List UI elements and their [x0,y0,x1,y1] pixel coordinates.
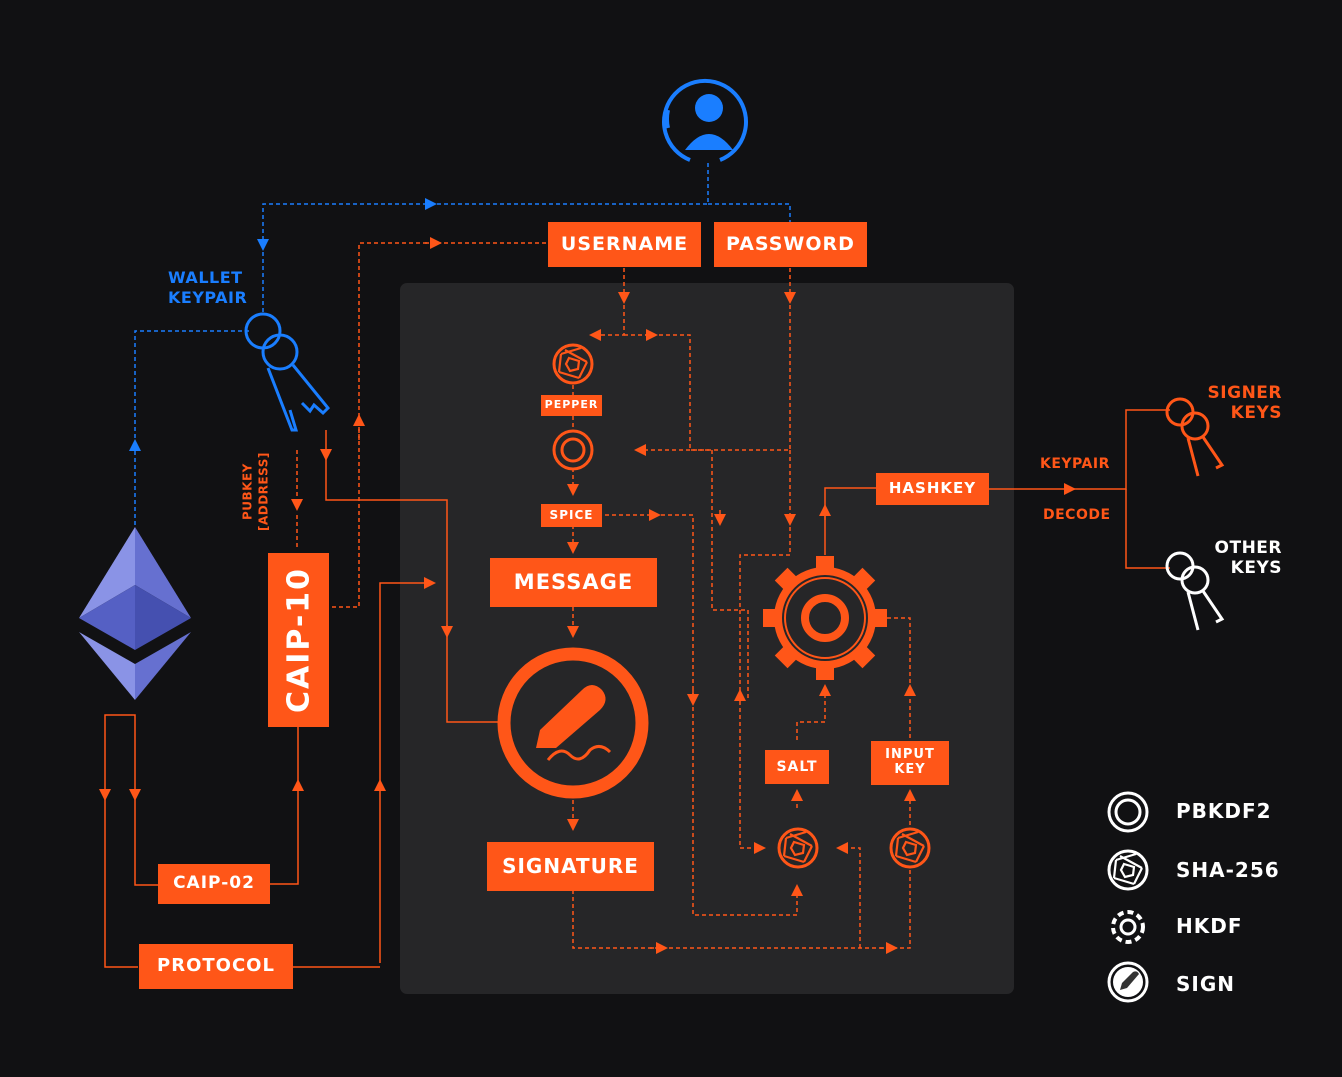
caip-02-box: CAIP-02 [158,864,270,904]
other-keys-line2: KEYS [1230,558,1282,579]
signature-box: SIGNATURE [487,842,654,891]
protocol-box: PROTOCOL [139,944,293,989]
message-box: MESSAGE [490,558,657,607]
pepper-box: PEPPER [541,395,602,416]
sha-256-icon [1107,849,1149,891]
other-keys-line1: OTHER [1214,538,1282,558]
password-box: PASSWORD [714,222,867,267]
legend-sha-256-label: SHA-256 [1176,858,1280,882]
hkdf-icon [1111,910,1145,944]
sha-256-icon [552,343,594,385]
sha-256-icon [889,827,931,869]
salt-box: SALT [765,750,829,784]
hkdf-icon [763,556,887,680]
other-keys-label: OTHER KEYS [1200,538,1282,579]
user-icon [662,78,748,162]
input-key-line1: INPUT [885,747,935,763]
key-icon [244,312,331,432]
keypair-label: KEYPAIR [1040,456,1110,472]
pbkdf2-icon [1107,791,1149,833]
decode-label: DECODE [1043,507,1111,523]
input-key-box: INPUT KEY [871,741,949,785]
signer-keys-label: SIGNER KEYS [1200,383,1282,424]
wallet-keypair-line2: KEYPAIR [168,288,248,307]
wallet-keypair-line1: WALLET [168,268,243,287]
username-box: USERNAME [548,222,701,267]
sign-icon [1107,961,1149,1003]
sha-256-icon [777,827,819,869]
caip-10-label: CAIP-10 [281,566,316,714]
legend-hkdf-label: HKDF [1176,914,1243,938]
legend-pbkdf2-label: PBKDF2 [1176,799,1272,823]
input-key-line2: KEY [894,762,926,777]
pubkey-line1: PUBKEY [240,463,255,521]
key-icon [1165,551,1225,631]
signer-keys-line1: SIGNER [1207,383,1282,403]
pubkey-address-label: PUBKEY [ADDRESS] [240,452,271,532]
sign-icon [497,647,649,799]
hashkey-box: HASHKEY [876,473,989,505]
pubkey-line2: [ADDRESS] [256,452,270,532]
wallet-keypair-label: WALLET KEYPAIR [168,268,248,308]
caip-10-box: CAIP-10 [268,553,329,727]
key-icon [1165,397,1225,477]
pbkdf2-icon [552,429,594,471]
spice-box: SPICE [541,504,602,527]
legend-sign-label: SIGN [1176,972,1235,996]
signer-keys-line2: KEYS [1230,403,1282,424]
ethereum-logo [79,527,191,700]
